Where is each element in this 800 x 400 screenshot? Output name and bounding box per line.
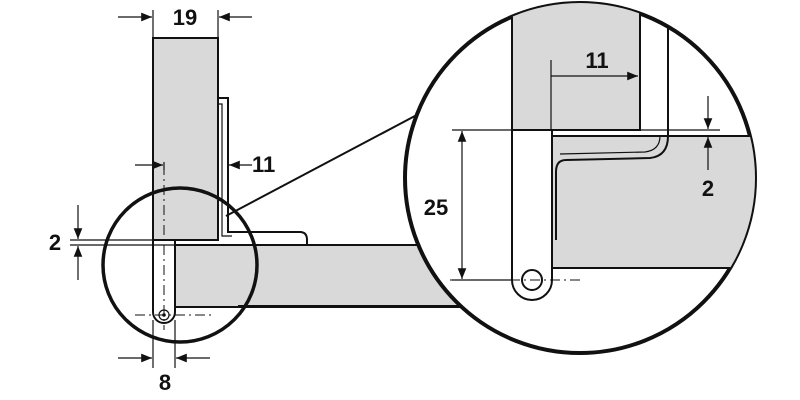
hinge-pin (152, 240, 176, 324)
main-view (135, 37, 471, 330)
vertical-panel (152, 37, 219, 241)
dimension-hole-diameter: 8 (118, 320, 210, 395)
dim-25-label: 25 (424, 195, 448, 220)
dimension-detail-offset: 11 (550, 48, 638, 130)
dimension-detail-reveal: 2 (702, 96, 714, 201)
hinge-bracket (218, 97, 308, 245)
dim-11-detail-label: 11 (585, 48, 608, 73)
dim-2-detail-label: 2 (702, 176, 714, 201)
dimension-detail-depth: 25 (424, 129, 512, 281)
dim-19-label: 19 (173, 5, 197, 30)
dim-8-label: 8 (159, 370, 171, 395)
dimension-reveal-left: 2 (49, 205, 175, 280)
dimension-bracket-offset: 11 (135, 152, 275, 177)
dim-2-left-label: 2 (49, 230, 61, 255)
detail-marker-circle (101, 186, 259, 344)
dimension-panel-thickness: 19 (118, 5, 252, 38)
dim-11-label: 11 (252, 152, 275, 177)
